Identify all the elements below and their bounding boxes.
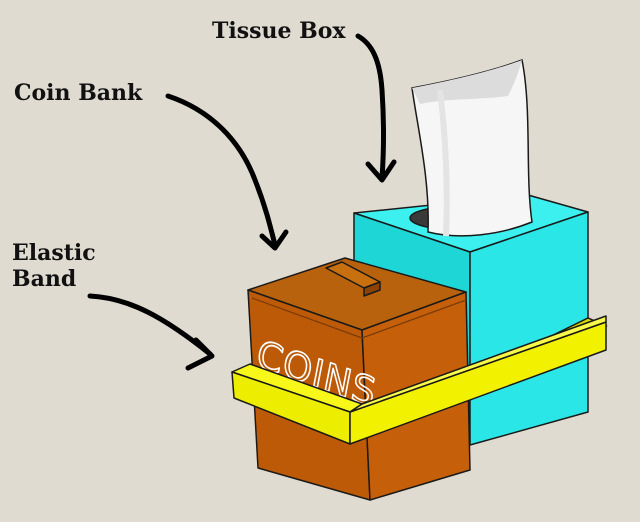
arrow-tissue-box [355,33,397,183]
elastic-band-label-line1: Elastic [12,240,96,266]
elastic-band-label-line2: Band [12,266,77,293]
elastic-band [231,315,607,445]
elastic-band-label: Elastic Band [12,240,96,293]
coin-bank-label: Coin Bank [14,80,143,106]
arrow-elastic-band [87,293,215,371]
tissue [411,58,533,237]
arrow-coin-bank [165,93,289,251]
tissue-box-label: Tissue Box [212,18,346,44]
